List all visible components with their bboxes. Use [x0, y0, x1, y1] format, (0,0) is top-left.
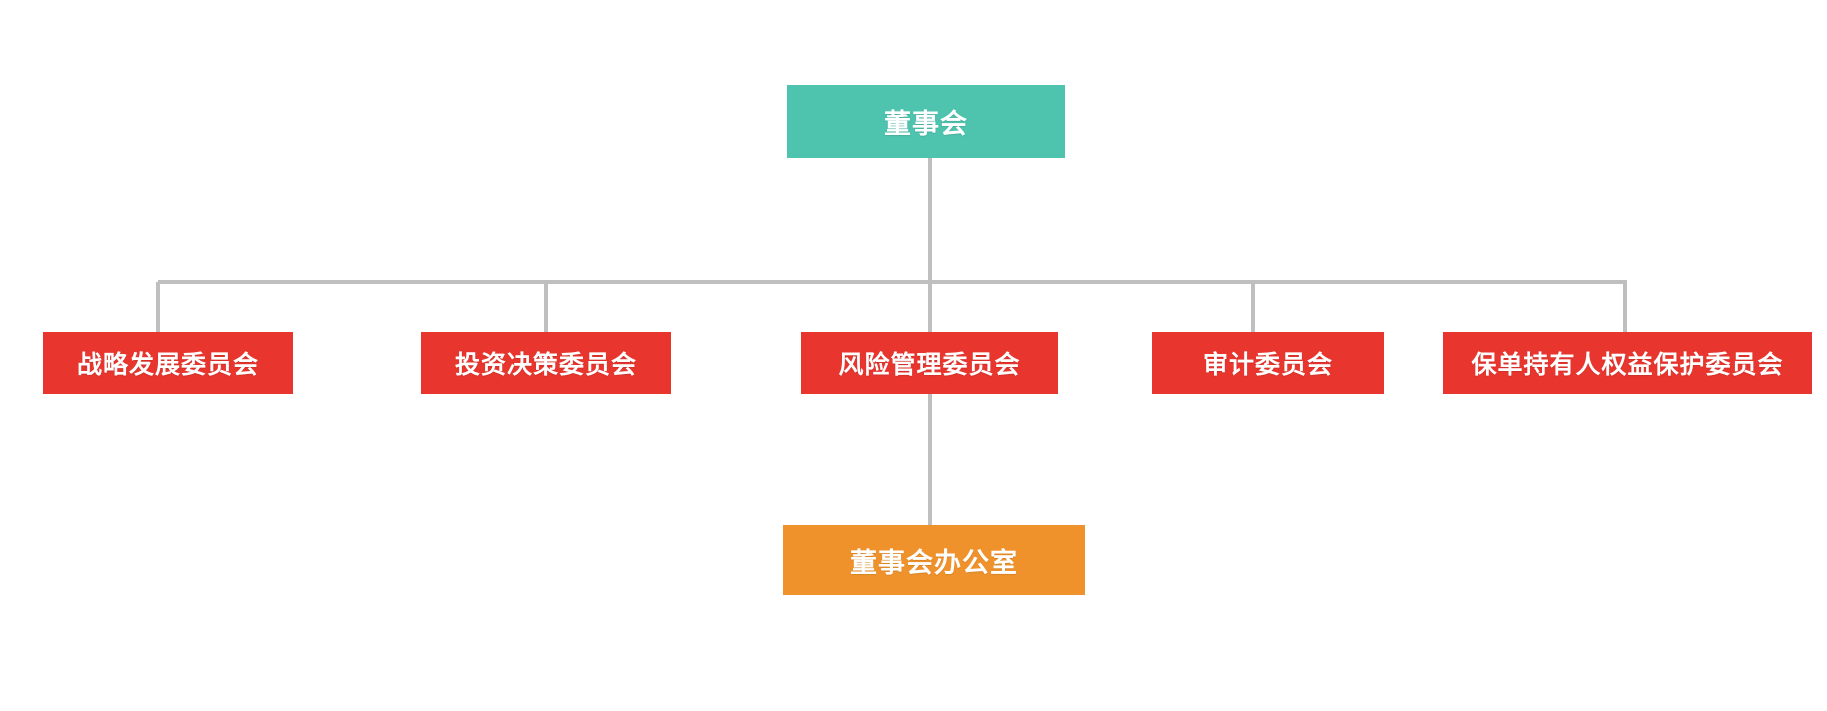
node-policyholder-rights-protection-committee[interactable]: 保单持有人权益保护委员会 [1443, 332, 1812, 394]
connector-drop-policyholder [1623, 282, 1627, 334]
node-board-of-directors[interactable]: 董事会 [787, 85, 1065, 158]
node-audit-committee[interactable]: 审计委员会 [1152, 332, 1384, 394]
connector-drop-risk [928, 282, 932, 334]
node-risk-management-committee[interactable]: 风险管理委员会 [801, 332, 1058, 394]
connector-horizontal-bus [158, 280, 1627, 284]
node-investment-decision-committee[interactable]: 投资决策委员会 [421, 332, 671, 394]
connector-drop-investment [544, 282, 548, 334]
connector-stem-office [928, 394, 932, 527]
node-strategic-development-committee[interactable]: 战略发展委员会 [43, 332, 293, 394]
connector-drop-audit [1251, 282, 1255, 334]
connector-drop-strategic [156, 282, 160, 334]
node-board-office[interactable]: 董事会办公室 [783, 525, 1085, 595]
connector-root-stem [928, 158, 932, 284]
